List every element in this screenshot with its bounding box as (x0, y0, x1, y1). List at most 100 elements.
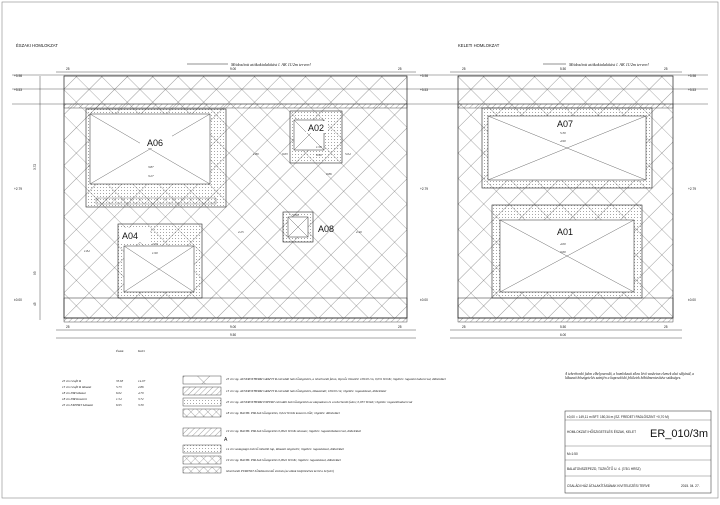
legend-text-3: 25 cm vtg. AUSTROTHERM EXPERT extrudált … (226, 400, 412, 405)
east-level-4: ±0.00 (420, 298, 428, 302)
east-bottom-dim-mid: 5.50 (560, 325, 566, 329)
east-level-r4: ±0.00 (688, 298, 696, 302)
room-a07-dim-bot: 4.90 (560, 139, 566, 143)
east-top-dim-left: 25 (462, 67, 466, 71)
east-bottom-dim-right: 25 (664, 325, 668, 329)
legend: 25 cm vtg. AUSTROTHERM GRAFIT R extrudál… (182, 375, 446, 474)
east-ground-band (457, 317, 674, 323)
east-top-dim-mid: 5.50 (560, 67, 566, 71)
east-level-3: +2.79 (420, 187, 428, 191)
legend-swatch-7 (182, 455, 222, 465)
materials-row-2-east: 2.86 (138, 385, 144, 389)
materials-row-5-east: 3.30 (138, 403, 144, 407)
east-level-2: +5.53 (420, 88, 428, 92)
materials-row-3-east: 4.79 (138, 391, 144, 395)
north-level-4: ±0.00 (14, 298, 22, 302)
callout-north: Módosított attikakialakítást l. AK 11/2m… (230, 62, 311, 67)
north-top-dim-mid: 9.00 (230, 67, 236, 71)
room-a02-dim-top: 1.50 (316, 145, 322, 149)
north-level-2: +5.53 (14, 88, 22, 92)
room-a04-dim-top: 2.50 (152, 242, 158, 246)
materials-header-north: Észak (115, 348, 124, 353)
east-top-dim-right: 25 (664, 67, 668, 71)
legend-code-5: A (224, 437, 228, 443)
title-block-sheet-no: ER_010/3m (650, 428, 708, 440)
north-bottom-dim-right: 25 (398, 325, 402, 329)
east-level-r1: +5.98 (688, 74, 696, 78)
right-note: A teherhordó falon elhelyezendő, a homlo… (565, 372, 695, 381)
north-bottom-dim-left: 25 (66, 325, 70, 329)
north-view-title: ÉSZAKI HOMLOKZAT (16, 43, 58, 48)
legend-text-5: 19 cm vtg. BACHL PIR hab hőszigetelés 0,… (226, 429, 361, 434)
legend-text-7: 19 cm vtg. BACHL PIR hab hőszigetelés 0,… (226, 458, 341, 463)
materials-row-5-north: 6.95 (116, 403, 122, 407)
room-a01-label: A01 (557, 227, 573, 237)
east-level-r2: +5.53 (688, 88, 696, 92)
legend-swatch-3 (182, 397, 222, 407)
north-dim-1: 1.89 (253, 152, 259, 156)
legend-text-4: 18 cm vtg. BACHL PIR hab hőszigetelés, 0… (226, 411, 340, 416)
north-level-1: +5.98 (14, 74, 22, 78)
room-a06-sill (95, 197, 217, 205)
room-a02-label: A02 (308, 123, 324, 133)
title-block-frame (564, 410, 712, 494)
north-top-dim-left: 25 (66, 67, 70, 71)
north-dim-6: 2.49 (356, 230, 362, 234)
title-block-reference: ±0,00 = 149,11 m BFT: 150,34 m (SZ. FRED… (567, 414, 669, 419)
north-bottom-dim-mid: 9.00 (230, 325, 236, 329)
legend-text-6: 14 cm vastagságú mérető ütésálló lap, lá… (226, 447, 344, 452)
east-view-title: KELETI HOMLOKZAT (458, 43, 500, 48)
title-block-building: CSALÁDI HÁZ ÁTALAKÍTÁSÁNAK KIVITELEZÉSI … (567, 483, 650, 488)
room-a07-dim-top: 5.30 (560, 131, 566, 135)
legend-text-1: 25 cm vtg. AUSTROTHERM GRAFIT R extrudál… (226, 377, 446, 382)
materials-row-3-north: 6.02 (116, 391, 122, 395)
legend-text-2: 15 cm vtg. AUSTROTHERM GRAFIT R extrudál… (226, 389, 386, 394)
legend-swatch-2 (182, 386, 222, 396)
room-a06-dim-top: 3.87 (148, 165, 154, 169)
materials-row-1-name: 25 cm Grafit R (62, 379, 81, 383)
title-block-subject: HOMLOKZATI HŐSZIGETELÉS ÉSZAK, KELET (567, 429, 636, 434)
room-a01-dim-bot: 3.60 (560, 250, 566, 254)
north-dim-5: 2.25 (238, 230, 244, 234)
room-a02-dim-bot: 0.90 (316, 153, 322, 157)
callout-east: Módosított attikakialakítást l. AK 11/2m… (568, 62, 649, 67)
legend-swatch-8 (182, 466, 222, 474)
materials-row-4-name: 18 cm PIR Koszorú (62, 397, 87, 401)
room-a08-label: A08 (318, 224, 334, 234)
materials-row-1-north: 35.63 (116, 379, 124, 383)
east-elevation: A07 5.30 4.90 A01 4.00 3.60 25 5.50 25 2… (420, 67, 696, 339)
title-block-scale: M=1:50 (567, 452, 578, 456)
north-top-dim-right: 25 (398, 67, 402, 71)
north-ground-band (63, 317, 408, 323)
north-dim-7: 0.86 (326, 172, 332, 176)
legend-text-8: teherhordó PURENIT hőhídmentesítő elemek… (226, 469, 334, 473)
north-dim-4: 1.84 (84, 249, 90, 253)
north-vert-dim-3: 45 (33, 302, 37, 306)
north-dim-3: 5.04 (345, 152, 351, 156)
east-bottom-dim-total: 6.00 (560, 333, 566, 337)
materials-row-4-north: 1.54 (116, 397, 122, 401)
room-a01-dim-top: 4.00 (560, 242, 566, 246)
materials-header-east: Kelet (137, 349, 145, 353)
north-dim-2: 0.63 (282, 152, 288, 156)
materials-row-3-name: 18 cm PIR lábazat (62, 391, 86, 395)
east-attic-band (457, 103, 674, 109)
north-elevation: A06 3.87 3.27 A02 1.50 0.90 A08 0.90 A04… (14, 67, 416, 339)
north-bottom-dim-total: 9.50 (230, 333, 236, 337)
legend-swatch-5 (182, 427, 222, 437)
room-a04-label: A04 (122, 231, 138, 241)
north-vert-dim-1: 3.72 (33, 164, 37, 170)
title-block-project: BALATONSZEPEZD, TÜZKŐTŐ U. 4. (7/3/1 HRS… (567, 466, 641, 471)
materials-row-5-name: 25 cm EXPERT Lábazat (62, 403, 93, 407)
room-a08-dim: 0.90 (293, 213, 299, 217)
east-level-1: +5.98 (420, 74, 428, 78)
title-block-date: 2015. 04. 27. (681, 484, 700, 488)
north-level-3: +2.79 (14, 187, 22, 191)
materials-row-2-north: 5.73 (116, 385, 122, 389)
legend-swatch-4 (182, 408, 222, 418)
right-note-container: A teherhordó falon elhelyezendő, a homlo… (565, 372, 695, 381)
materials-row-1-east: 14.97 (138, 379, 146, 383)
